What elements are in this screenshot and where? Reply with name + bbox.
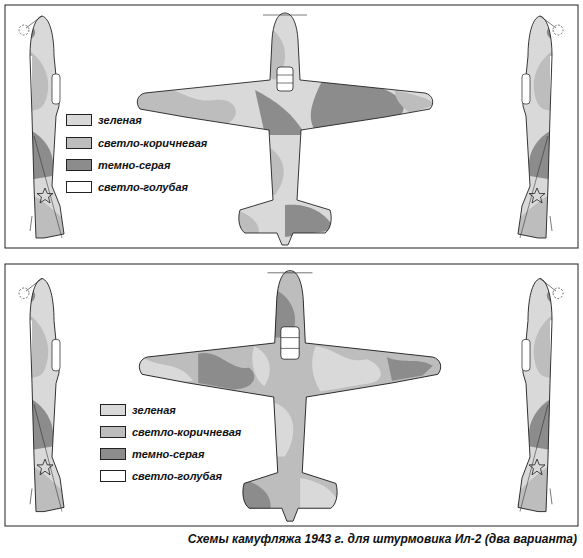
legend-swatch	[100, 404, 126, 416]
legend-text: зеленая	[132, 404, 176, 416]
legend-text: темно-серая	[98, 159, 170, 171]
legend-entry: светло-голубая	[66, 181, 188, 193]
legend-entry: темно-серая	[100, 448, 204, 460]
legend-entry: темно-серая	[66, 159, 170, 171]
legend-entry: светло-коричневая	[100, 426, 241, 438]
legend-swatch	[66, 159, 92, 171]
legend-entry: светло-коричневая	[66, 137, 207, 149]
legend-entry: зеленая	[100, 404, 176, 416]
figure-caption: Схемы камуфляжа 1943 г. для штурмовика И…	[188, 532, 577, 546]
legend-swatch	[66, 137, 92, 149]
legend-text: светло-коричневая	[132, 426, 241, 438]
legend-text: темно-серая	[132, 448, 204, 460]
legend-swatch	[66, 181, 92, 193]
legend-swatch	[100, 448, 126, 460]
legend-swatch	[100, 470, 126, 482]
legend-swatch	[100, 426, 126, 438]
legend-text: зеленая	[98, 114, 142, 126]
legend-entry: зеленая	[66, 114, 142, 126]
legend-entry: светло-голубая	[100, 470, 222, 482]
legend-text: светло-коричневая	[98, 137, 207, 149]
legend-text: светло-голубая	[132, 470, 222, 482]
legend-swatch	[66, 114, 92, 126]
legend-text: светло-голубая	[98, 181, 188, 193]
